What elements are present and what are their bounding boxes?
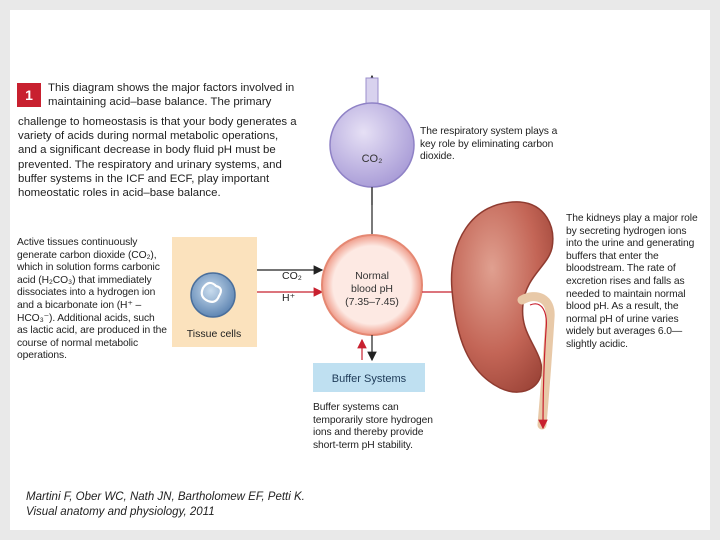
intro-text-rest: challenge to homeostasis is that your bo… (18, 116, 297, 200)
citation-authors: Martini F, Ober WC, Nath JN, Bartholomew… (26, 491, 305, 503)
h-arrow-label: H⁺ (282, 292, 296, 304)
ureter-flow-arrow (529, 303, 548, 430)
citation-source: Visual anatomy and physiology, 2011 (26, 506, 215, 518)
lung-stem (365, 77, 379, 105)
active-tissues-text: Active tissues continuously generate car… (17, 237, 167, 362)
buffer-text: Buffer systems can temporarily store hyd… (313, 402, 433, 451)
lung-balloon (329, 102, 415, 188)
co2-arrow-label: CO₂ (282, 270, 302, 282)
intro-text-first: This diagram shows the major factors inv… (48, 82, 295, 109)
blood-label-normal: Normal (355, 270, 389, 282)
lung-co2-label: CO₂ (362, 153, 383, 165)
buffer-systems-label: Buffer Systems (332, 373, 407, 385)
tissue-cells-label: Tissue cells (187, 328, 241, 340)
cell-nucleus-icon (200, 281, 223, 303)
kidney-text: The kidneys play a major role by secreti… (566, 213, 698, 350)
blood-label-ph: blood pH (351, 283, 393, 295)
blood-label-range: (7.35–7.45) (345, 296, 399, 308)
buffer-systems-box (313, 363, 425, 392)
citation: Martini F, Ober WC, Nath JN, Bartholomew… (26, 490, 305, 520)
step-badge: 1 (17, 83, 41, 107)
tissue-cell-icon (190, 272, 236, 318)
kidney-illustration (450, 201, 554, 393)
ureter (517, 292, 555, 430)
respiratory-text: The respiratory system plays a key role … (420, 126, 558, 163)
